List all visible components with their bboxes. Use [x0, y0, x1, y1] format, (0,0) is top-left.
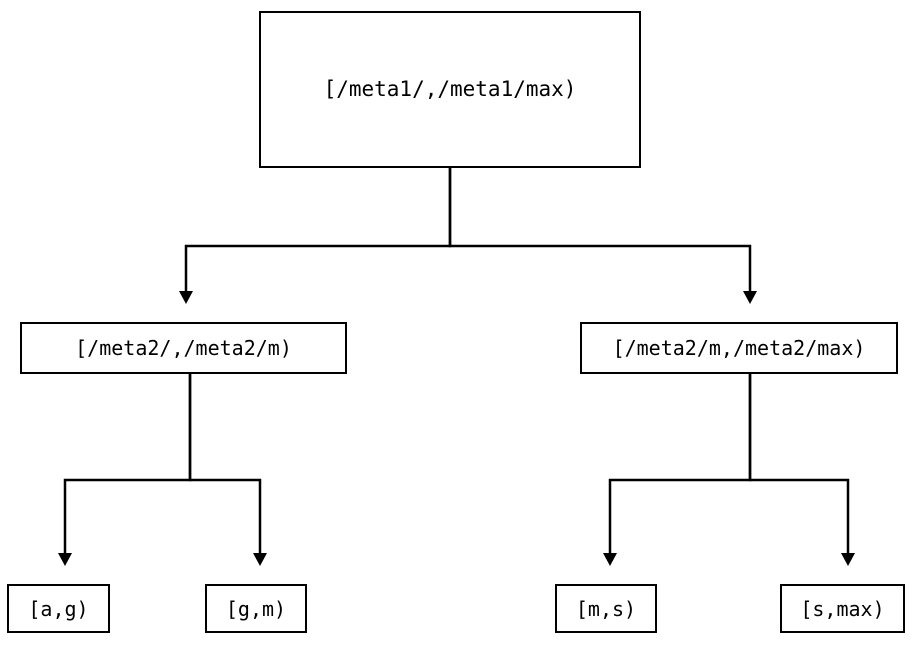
tree-node-root[interactable]: [/meta1/,/meta1/max): [259, 11, 641, 168]
tree-node-leaf-4[interactable]: [s,max): [780, 584, 905, 633]
tree-node-mid-right-label: [/meta2/m,/meta2/max): [612, 336, 866, 360]
tree-node-leaf-2[interactable]: [g,m): [205, 584, 307, 633]
tree-node-leaf-4-label: [s,max): [800, 596, 885, 621]
edge-mid-right-to-leaf-4: [748, 374, 855, 566]
tree-node-leaf-3[interactable]: [m,s): [555, 584, 657, 633]
tree-node-leaf-3-label: [m,s): [575, 596, 637, 621]
tree-node-mid-left[interactable]: [/meta2/,/meta2/m): [20, 322, 347, 374]
tree-node-root-label: [/meta1/,/meta1/max): [323, 76, 577, 101]
edge-root-to-mid-left: [179, 168, 452, 304]
tree-node-mid-right[interactable]: [/meta2/m,/meta2/max): [580, 322, 898, 374]
edge-mid-left-to-leaf-1: [58, 374, 192, 566]
tree-node-leaf-1[interactable]: [a,g): [7, 584, 110, 633]
edge-mid-left-to-leaf-2: [188, 374, 267, 566]
edge-mid-right-to-leaf-3: [603, 374, 752, 566]
edge-root-to-mid-right: [448, 168, 757, 304]
tree-node-leaf-2-label: [g,m): [225, 596, 287, 621]
tree-node-leaf-1-label: [a,g): [28, 596, 89, 621]
tree-node-mid-left-label: [/meta2/,/meta2/m): [75, 336, 292, 360]
